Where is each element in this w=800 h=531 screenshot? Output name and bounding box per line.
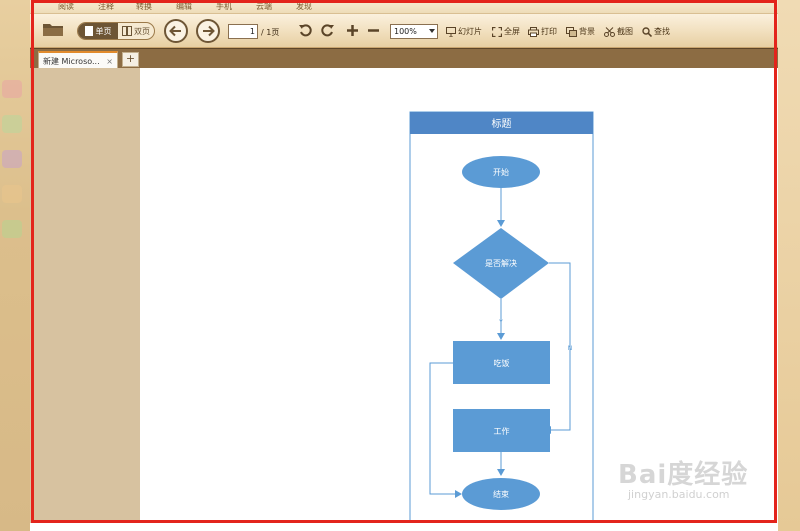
previous-page-button[interactable] [164,19,188,43]
process-node-work [453,409,550,452]
view-mode-toggle: 单页 双页 [77,22,155,40]
single-page-label: 单页 [95,26,112,36]
new-tab-button[interactable]: + [122,52,139,67]
end-node [462,478,540,510]
find-button[interactable]: 查找 [642,26,670,37]
zoom-in-icon[interactable] [346,24,359,37]
process-node-eat [453,341,550,384]
page-total-label: / 1页 [261,28,280,37]
document-tab-strip: 新建 Microso... × + [30,48,778,69]
menu-bar: 阅读 注释 转换 编辑 手机 云端 发现 [30,0,778,14]
document-tab[interactable]: 新建 Microso... × [38,51,118,69]
single-page-button[interactable]: 单页 [78,23,118,39]
no-label: N [568,345,573,352]
flowchart: 标题 开始 是否解决 Y N 吃饭 工作 结束 [409,111,594,531]
end-node-label: 结束 [493,489,509,499]
connector-arrow [429,362,462,498]
slideshow-icon [446,26,456,37]
decision-node [453,228,549,299]
background-blob [2,115,22,133]
flowchart-title: 标题 [492,118,512,130]
window-edge-left [0,0,30,531]
document-tab-title: 新建 Microso... [43,56,100,66]
background-button[interactable]: 背景 [566,26,595,37]
decision-node-label: 是否解决 [485,258,517,268]
arrow-right-icon [203,25,215,37]
search-icon [642,26,652,37]
bottom-strip [30,523,778,531]
yes-label: Y [498,319,503,326]
screenshot-label: 截图 [617,27,633,36]
document-page[interactable]: 标题 开始 是否解决 Y N 吃饭 工作 结束 [140,68,778,531]
print-button[interactable]: 打印 [528,26,557,37]
toolbar: 单页 双页 1 / 1页 100% 幻灯片 全屏 打印 [30,14,778,48]
chevron-down-icon [429,29,435,33]
rotate-left-icon[interactable] [298,23,313,38]
background-blob [2,150,22,168]
double-page-icon [122,26,132,36]
scissors-icon [604,26,615,37]
printer-icon [528,26,539,37]
close-icon[interactable]: × [106,56,113,66]
zoom-out-icon[interactable] [367,24,380,37]
background-blob [2,80,22,98]
start-node [462,156,540,188]
print-label: 打印 [541,27,557,36]
start-node-label: 开始 [493,167,509,177]
sidebar-pane [30,68,140,531]
background-icon [566,26,577,37]
rotate-right-icon[interactable] [320,23,335,38]
fullscreen-label: 全屏 [504,27,520,36]
swimlane-header [410,112,593,134]
menu-mobile[interactable]: 手机 [216,2,232,11]
slideshow-label: 幻灯片 [458,27,482,36]
zoom-select[interactable]: 100% [390,24,438,39]
fullscreen-icon [492,26,502,37]
single-page-icon [84,26,93,36]
menu-cloud[interactable]: 云端 [256,2,272,11]
watermark-logo-text: Bai度经验 [618,460,749,490]
menu-edit[interactable]: 编辑 [176,2,192,11]
background-blob [2,185,22,203]
double-page-button[interactable]: 双页 [118,23,154,39]
menu-discover[interactable]: 发现 [296,2,312,11]
fullscreen-button[interactable]: 全屏 [492,26,520,37]
open-folder-icon[interactable] [42,22,64,37]
arrow-left-icon [169,25,181,37]
next-page-button[interactable] [196,19,220,43]
background-blob [2,220,22,238]
zoom-value: 100% [394,27,417,36]
connector-arrow [544,262,571,434]
page-number-input[interactable]: 1 [228,24,258,39]
background-label: 背景 [579,27,595,36]
double-page-label: 双页 [134,26,150,36]
process-node-work-label: 工作 [494,426,510,436]
slideshow-button[interactable]: 幻灯片 [446,26,482,37]
watermark-url: jingyan.baidu.com [628,488,730,501]
find-label: 查找 [654,27,670,36]
watermark: Bai度经验 jingyan.baidu.com [612,448,762,518]
menu-convert[interactable]: 转换 [136,2,152,11]
menu-read[interactable]: 阅读 [58,2,74,11]
screenshot-button[interactable]: 截图 [604,26,633,37]
menu-annotate[interactable]: 注释 [98,2,114,11]
window-edge-right [778,0,800,531]
process-node-eat-label: 吃饭 [494,358,510,368]
